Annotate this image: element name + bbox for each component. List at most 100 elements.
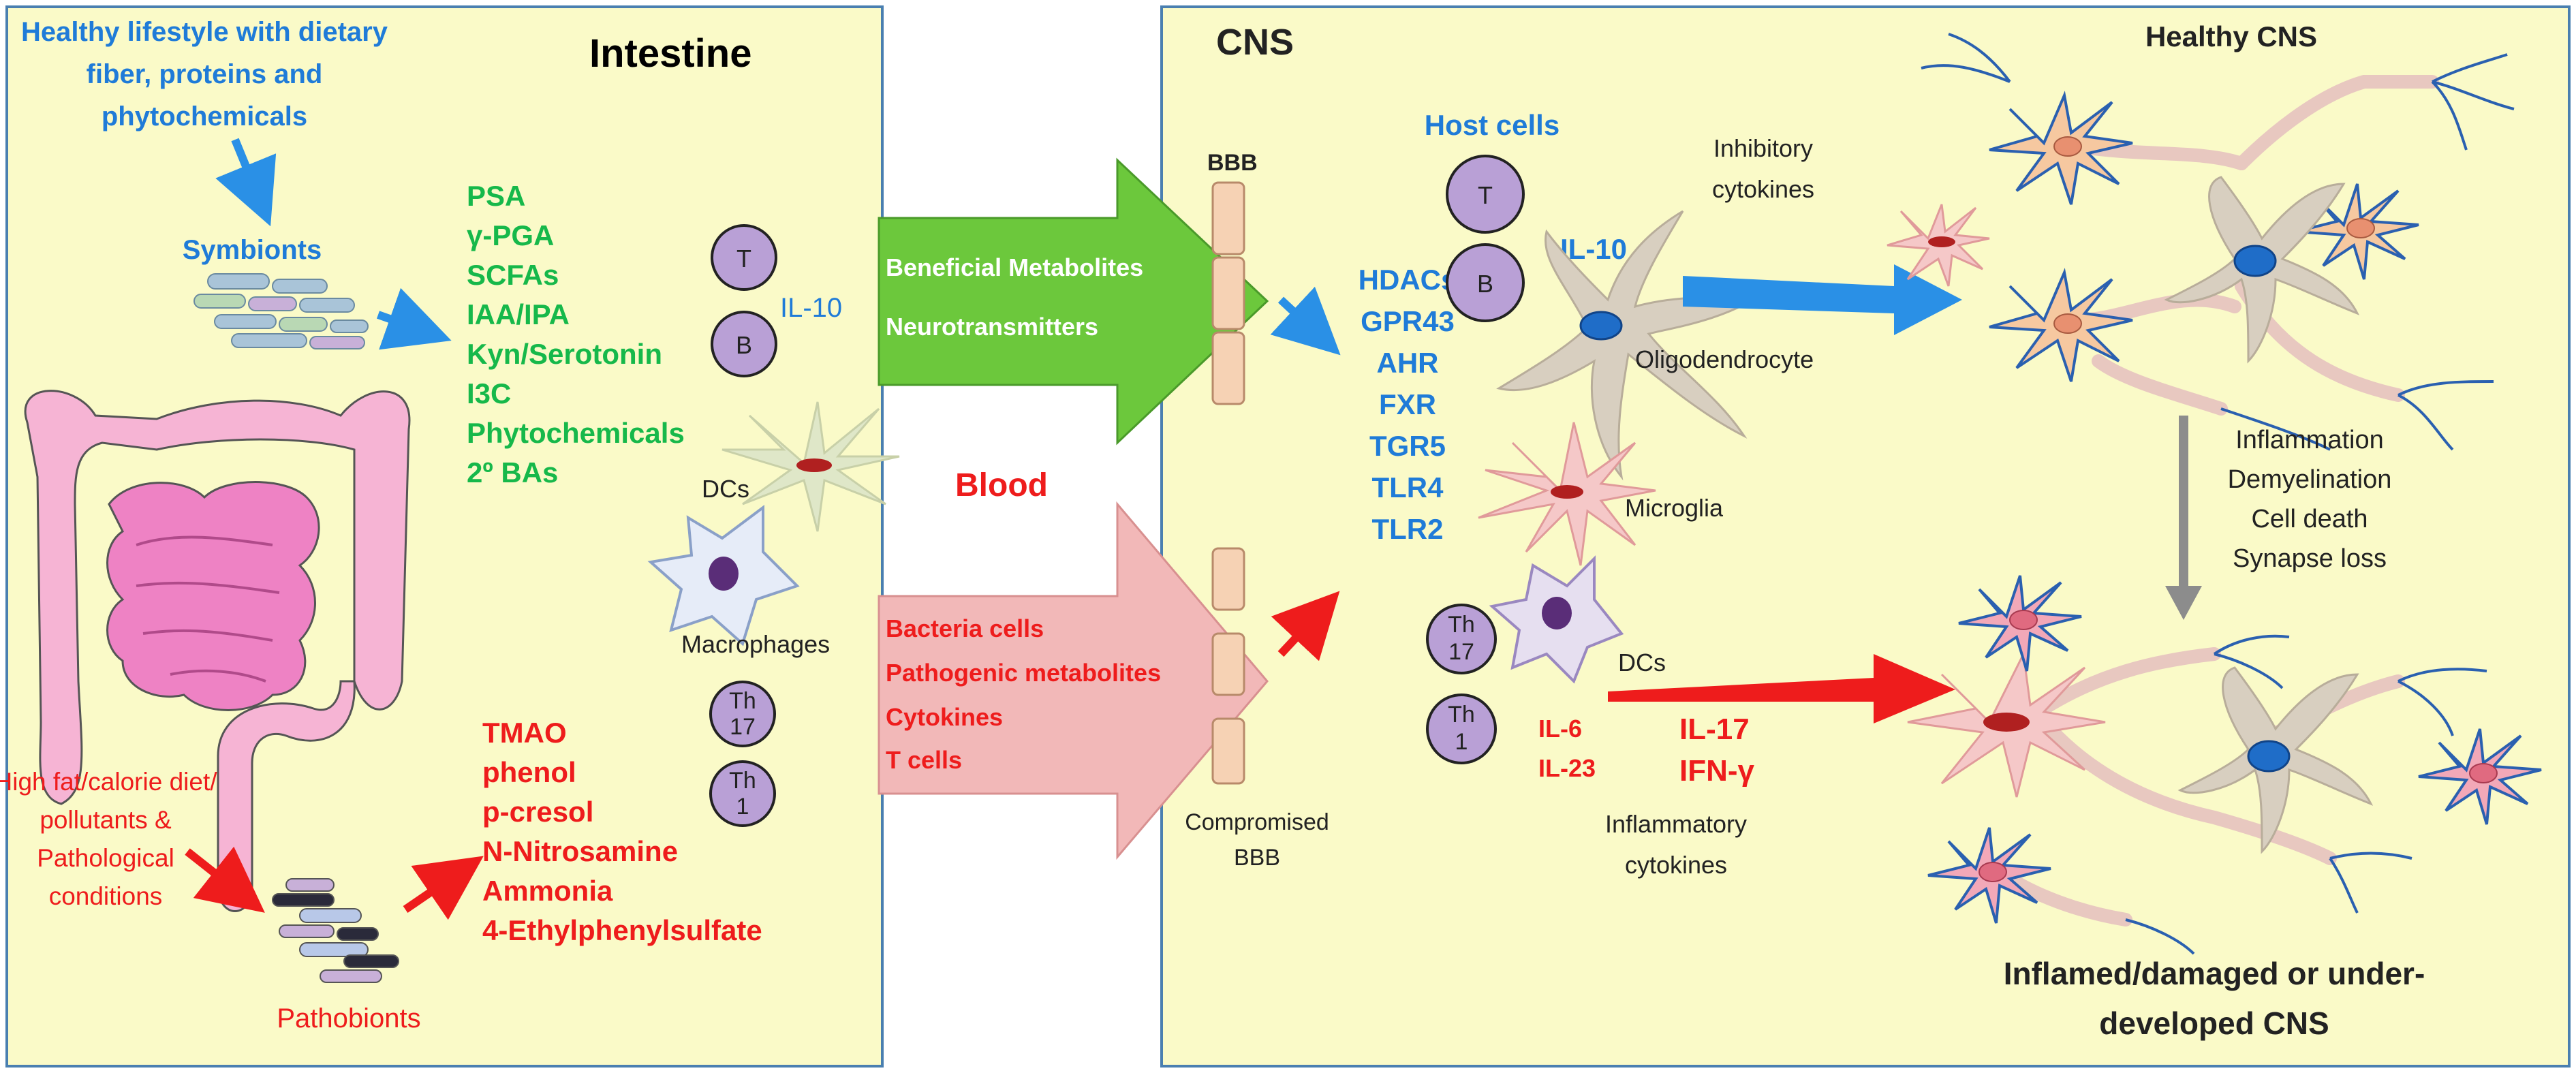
il23-label: IL-23 (1538, 754, 1596, 782)
svg-text:T: T (736, 245, 751, 272)
symbionts-bacteria-icon (193, 273, 369, 349)
pathobionts-label: Pathobionts (277, 1003, 420, 1033)
bbb-label: BBB (1207, 150, 1258, 176)
svg-text:GPR43: GPR43 (1361, 305, 1455, 337)
oligodendrocyte-label: Oligodendrocyte (1635, 345, 1814, 373)
svg-text:Ammonia: Ammonia (482, 875, 613, 907)
intestine-b-cell: B (711, 311, 777, 377)
intestine-title: Intestine (589, 31, 752, 76)
oligodendrocyte-icon (1496, 210, 1765, 481)
svg-text:IAA/IPA: IAA/IPA (467, 298, 570, 330)
bbb-red-arrow (1271, 591, 1340, 661)
svg-text:Th: Th (1448, 612, 1475, 638)
svg-text:Cytokines: Cytokines (886, 703, 1003, 731)
svg-text:TLR4: TLR4 (1372, 471, 1444, 503)
svg-text:TGR5: TGR5 (1369, 430, 1446, 462)
svg-text:Compromised: Compromised (1185, 809, 1329, 835)
compromised-bbb-label: Compromised BBB (1185, 809, 1329, 871)
svg-text:17: 17 (1448, 639, 1474, 665)
svg-text:p-cresol: p-cresol (482, 796, 593, 828)
svg-text:Cell death: Cell death (2251, 505, 2368, 533)
outcome-down-arrowhead (2165, 586, 2202, 620)
svg-text:1: 1 (736, 794, 749, 820)
pathobionts-bacteria-icon (272, 878, 399, 983)
svg-text:BBB: BBB (1234, 845, 1280, 871)
svg-text:Neurotransmitters: Neurotransmitters (886, 313, 1098, 341)
inflammatory-cytokines-label: Inflammatory cytokines (1605, 810, 1747, 879)
green-arrow-text: Beneficial Metabolites Neurotransmitters (886, 253, 1143, 341)
svg-text:Th: Th (729, 768, 756, 794)
bbb-compromised-icon (1211, 547, 1245, 785)
svg-text:Healthy lifestyle with dietary: Healthy lifestyle with dietary (21, 17, 388, 47)
svg-text:17: 17 (730, 714, 756, 740)
inflamed-outcome-arrow (1608, 654, 1955, 723)
intestine-dendritic-cell-icon (721, 401, 900, 532)
il6-label: IL-6 (1538, 715, 1582, 743)
svg-text:fiber, proteins and: fiber, proteins and (87, 59, 323, 89)
svg-text:AHR: AHR (1377, 347, 1439, 379)
svg-text:phenol: phenol (482, 756, 576, 788)
intestine-macrophages-label: Macrophages (681, 630, 830, 658)
svg-text:T: T (1478, 181, 1493, 209)
svg-text:Inflamed/damaged or under-: Inflamed/damaged or under- (2004, 956, 2425, 991)
lifestyle-text: Healthy lifestyle with dietary fiber, pr… (21, 17, 388, 131)
svg-text:developed CNS: developed CNS (2099, 1006, 2329, 1041)
lifestyle-arrow (215, 138, 277, 227)
svg-text:N-Nitrosamine: N-Nitrosamine (482, 835, 678, 867)
svg-text:Beneficial Metabolites: Beneficial Metabolites (886, 253, 1143, 281)
intestine-th1-cell: Th 1 (709, 760, 776, 827)
svg-text:cytokines: cytokines (1625, 851, 1727, 879)
cns-title: CNS (1216, 22, 1294, 63)
svg-text:HDACs: HDACs (1359, 264, 1457, 296)
svg-text:Th: Th (1448, 702, 1475, 728)
svg-text:B: B (1477, 270, 1493, 298)
svg-text:Pathological: Pathological (37, 844, 174, 872)
intestine-th17-cell: Th 17 (709, 681, 776, 747)
svg-text:B: B (736, 331, 752, 359)
svg-text:TLR2: TLR2 (1372, 513, 1444, 545)
ifng-label: IFN-γ (1679, 754, 1755, 788)
harmful-diet-text: High fat/calorie diet/ pollutants & Path… (0, 768, 217, 910)
receptor-list: HDACs GPR43 AHR FXR TGR5 TLR4 TLR2 (1359, 264, 1457, 545)
intestine-macrophage-icon (647, 505, 800, 646)
svg-text:Kyn/Serotonin: Kyn/Serotonin (467, 338, 662, 370)
cns-t-cell: T (1446, 155, 1525, 234)
cns-panel (1160, 5, 2571, 1068)
bbb-intact-icon (1211, 181, 1245, 405)
svg-text:PSA: PSA (467, 180, 525, 212)
svg-text:Inflammatory: Inflammatory (1605, 810, 1747, 838)
svg-text:2º BAs: 2º BAs (467, 456, 558, 488)
microglia-icon (1478, 422, 1656, 566)
svg-text:Inhibitory: Inhibitory (1713, 134, 1813, 162)
host-cells-label: Host cells (1425, 109, 1559, 141)
svg-text:pollutants &: pollutants & (40, 806, 172, 834)
cns-th1-cell: Th 1 (1426, 694, 1497, 764)
svg-text:I3C: I3C (467, 377, 511, 409)
pink-arrow-text: Bacteria cells Pathogenic metabolites Cy… (886, 614, 1161, 774)
intestine-il10: IL-10 (780, 293, 842, 323)
healthy-outcome-arrow (1683, 264, 1962, 335)
il17-label: IL-17 (1679, 713, 1750, 746)
harmful-metabolites-list: TMAO phenol p-cresol N-Nitrosamine Ammon… (482, 717, 762, 946)
beneficial-metabolites-list: PSA γ-PGA SCFAs IAA/IPA Kyn/Serotonin I3… (467, 180, 685, 488)
svg-text:Demyelination: Demyelination (2228, 465, 2392, 494)
inflamed-neuron-network-icon (1907, 575, 2542, 955)
inhibitory-cytokines-label: Inhibitory cytokines (1712, 134, 1814, 203)
svg-text:4-Ethylphenylsulfate: 4-Ethylphenylsulfate (482, 914, 762, 946)
svg-text:T cells: T cells (886, 746, 962, 774)
pathobionts-arrow (403, 856, 484, 920)
healthy-cns-label: Healthy CNS (2145, 20, 2317, 52)
svg-text:Phytochemicals: Phytochemicals (467, 417, 685, 449)
symbionts-label: Symbionts (183, 235, 322, 265)
microglia-label: Microglia (1625, 494, 1724, 522)
cns-dcs-label: DCs (1618, 649, 1666, 676)
intestine-dcs-label: DCs (702, 475, 749, 503)
svg-text:High fat/calorie diet/: High fat/calorie diet/ (0, 768, 217, 796)
intestine-organ-illustration (24, 390, 411, 912)
cns-il10: IL-10 (1560, 233, 1627, 265)
svg-text:Synapse loss: Synapse loss (2233, 544, 2387, 573)
beneficial-metabolites-arrow (878, 157, 1269, 446)
svg-text:cytokines: cytokines (1712, 175, 1814, 203)
svg-text:phytochemicals: phytochemicals (102, 102, 307, 131)
